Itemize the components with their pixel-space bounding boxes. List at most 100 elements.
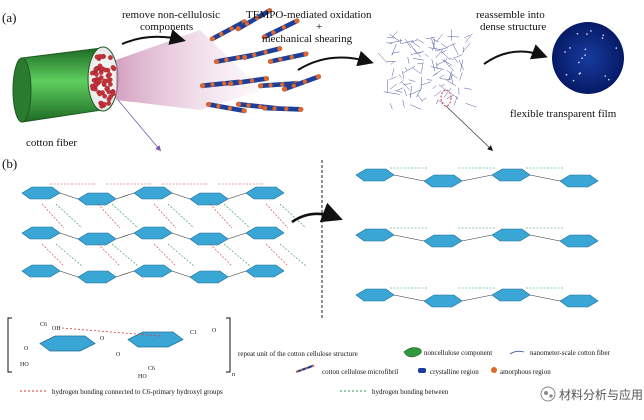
hbond-between [167,243,195,267]
nanofiber-strand [421,97,427,102]
nanofiber-strand [408,89,422,96]
nanofiber-strand [389,40,403,44]
nanofiber-strand [460,59,464,72]
nanofiber-strand [431,59,436,72]
legend-amorphous-swatch [491,367,497,373]
nanofiber-strand [418,50,425,54]
nanofiber-strand [443,59,450,68]
zoom-beam [116,30,262,110]
nanofiber-strand [411,40,420,48]
legend-microfibril-text: cotton cellulose microfibril [322,368,398,376]
nanofiber-strand [446,79,457,87]
fiber-dot [103,67,108,73]
hbond-c6 [97,203,121,229]
glucose-ring [355,228,395,242]
nanofiber-strand [454,54,463,59]
glucose-ring [77,270,117,284]
highlight-circle [440,89,452,107]
glycosidic-bond [227,270,247,278]
glucose-ring [491,288,531,302]
nanofiber-strand [408,42,417,54]
hbond-between [111,203,139,229]
nanofiber-strand [413,48,421,58]
nanofiber-strand [446,95,454,100]
legend-nanofiber-text: nanometer-scale cotton fiber [530,349,611,357]
glucose-ring [133,226,173,240]
nanofiber-strand [443,87,452,98]
legend-repeat-unit-text: repeat unit of the cotton cellulose stru… [238,350,358,358]
step2-label-line1: TEMPO-mediated oxidation [246,9,372,21]
nanofiber-strand [432,85,437,89]
film-highlight [578,73,581,75]
nanofiber-strand [436,99,439,105]
nanofiber-strand [387,36,395,39]
film-highlight [604,75,606,77]
glycosidic-bond [393,294,425,302]
nanofiber-strand [405,38,412,49]
nanofiber-strand [434,91,441,97]
nanofiber-strand [416,87,422,98]
glycosidic-bond [59,270,79,278]
glucose-ring [559,234,599,248]
glucose-ring [189,232,229,246]
glycosidic-bond [115,192,135,200]
nanofiber-strand [389,83,397,90]
nanofiber-strand [439,74,445,79]
hbond-between [279,203,307,229]
fiber-dot [89,83,95,89]
nanofiber-strand [377,52,388,63]
glycosidic-bond [529,174,561,182]
fiber-dot [97,91,103,97]
svg-text:C6: C6 [40,322,47,328]
hbond-between [223,203,251,229]
nanofiber-strand [450,72,454,85]
legend-microfibril-swatch [295,364,315,374]
nanofiber-strand [394,93,400,95]
nanofiber-strand [416,38,424,44]
nanofiber-strand [438,84,448,92]
nanofiber-strand [420,76,422,89]
step2-label-line3: mechanical shearing [262,33,353,45]
film-highlight [564,51,566,53]
nanofiber-strand [436,33,443,43]
step3-label-line2: dense structure [480,21,546,33]
native-cellulose-chains [21,183,307,284]
hbond-c6 [41,203,65,229]
nanofiber-strand [401,81,411,91]
film-highlight [581,57,583,59]
film-label: flexible transparent film [510,108,617,120]
nanofiber-strand [440,43,448,49]
nanofiber-strand [432,69,443,77]
nanofiber-strand [431,42,436,46]
glycosidic-bond [59,232,79,240]
film-highlight [608,78,610,81]
fiber-dot [107,72,112,77]
nanofiber-strand [440,49,447,54]
glycosidic-bond [529,234,561,242]
hbond-between [55,243,83,267]
panel-a-label: (a) [2,10,16,25]
nanofiber-strand [421,63,423,73]
nanofiber-strand [464,34,471,39]
nanofiber-strand [436,47,448,52]
nanofiber-strand [398,74,402,78]
svg-text:HO: HO [138,374,147,380]
hbond-between [55,203,83,229]
fiber-dot [102,78,107,84]
watermark: 材料分析与应用 [540,386,643,402]
step2-arrow [297,50,374,71]
glucose-ring [21,226,61,240]
glycosidic-bond [461,174,493,182]
nanofiber-strand [404,66,408,71]
svg-text:C6: C6 [148,366,155,372]
legend-subscript-n: n [232,372,235,378]
nanofiber-strand [391,43,397,56]
glycosidic-bond [115,232,135,240]
conversion-arrow [291,202,343,224]
film-highlight [602,34,604,36]
film-highlight [584,48,587,51]
step3-label-line1: reassemble into [476,9,545,21]
film-highlight [572,79,575,82]
microfibril-rod [267,50,310,65]
hbond-c6 [97,243,121,267]
